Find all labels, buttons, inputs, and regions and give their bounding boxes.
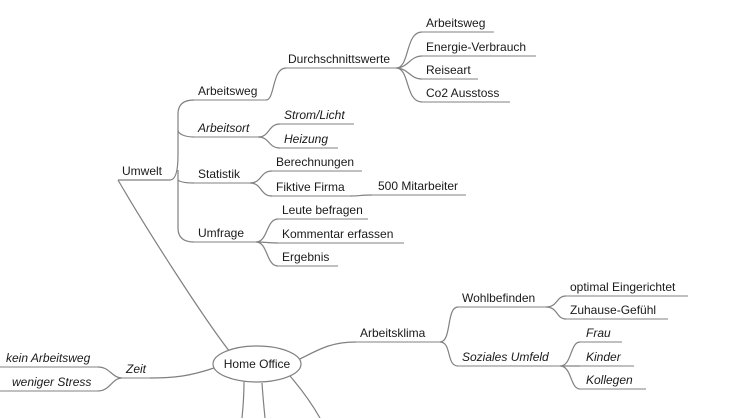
leaf-500-mitarbeiter[interactable]: 500 Mitarbeiter xyxy=(378,179,458,193)
node-arbeitsweg[interactable]: Arbeitsweg xyxy=(198,84,257,98)
branch-arbeitsklima: Arbeitsklima Wohlbefinden optimal Einger… xyxy=(360,280,676,387)
leaf-kein-arbeitsweg[interactable]: kein Arbeitsweg xyxy=(6,351,91,365)
leaf-ergebnis[interactable]: Ergebnis xyxy=(282,250,329,264)
edges xyxy=(97,31,581,418)
leaf-frau[interactable]: Frau xyxy=(586,326,611,340)
leaf-heizung[interactable]: Heizung xyxy=(284,132,328,146)
branch-umwelt: Umwelt Arbeitsweg Durchschnittswerte Arb… xyxy=(122,16,526,264)
leaf-strom-licht[interactable]: Strom/Licht xyxy=(284,108,345,122)
node-arbeitsort[interactable]: Arbeitsort xyxy=(197,121,250,135)
edge-root-down-2 xyxy=(261,382,266,418)
node-statistik[interactable]: Statistik xyxy=(198,167,241,181)
node-zeit[interactable]: Zeit xyxy=(125,362,147,376)
edge-root-umwelt xyxy=(117,179,231,353)
leaf-kommentar[interactable]: Kommentar erfassen xyxy=(282,227,393,241)
leaf-kollegen[interactable]: Kollegen xyxy=(586,373,633,387)
leaf-dw-reiseart[interactable]: Reiseart xyxy=(426,63,471,77)
edge-arbeitsklima-children xyxy=(439,306,459,367)
leaf-dw-energie[interactable]: Energie-Verbrauch xyxy=(426,40,526,54)
root-label: Home Office xyxy=(224,357,291,371)
node-umfrage[interactable]: Umfrage xyxy=(198,226,244,240)
leaf-weniger-stress[interactable]: weniger Stress xyxy=(12,375,91,389)
edge-statistik-leaves xyxy=(249,170,273,197)
edge-root-down-3 xyxy=(289,375,321,418)
root-ellipse xyxy=(212,345,302,383)
edge-root-arbeitsklima xyxy=(297,341,357,361)
node-arbeitsklima[interactable]: Arbeitsklima xyxy=(360,326,426,340)
leaf-kinder[interactable]: Kinder xyxy=(586,350,622,364)
branch-zeit: Zeit kein Arbeitsweg weniger Stress xyxy=(6,351,147,389)
edge-zeit-leaves xyxy=(97,366,123,392)
node-durchschnittswerte[interactable]: Durchschnittswerte xyxy=(288,52,390,66)
edge-wohlbefinden-leaves xyxy=(545,295,567,320)
leaf-leute-befragen[interactable]: Leute befragen xyxy=(282,203,363,217)
edge-root-zeit xyxy=(149,367,215,379)
leaf-berechnungen[interactable]: Berechnungen xyxy=(276,155,354,169)
underlines xyxy=(0,31,688,392)
node-fiktive-firma[interactable]: Fiktive Firma xyxy=(276,180,345,194)
edge-durchschnitt-leaves xyxy=(395,31,423,103)
leaf-dw-arbeitsweg[interactable]: Arbeitsweg xyxy=(426,16,485,30)
edge-soziales-leaves xyxy=(559,341,581,390)
edge-arbeitsort-leaves xyxy=(257,123,281,149)
edge-firma-detail xyxy=(349,194,373,197)
node-soziales-umfeld[interactable]: Soziales Umfeld xyxy=(462,350,549,364)
node-wohlbefinden[interactable]: Wohlbefinden xyxy=(462,291,535,305)
edge-arbeitsweg-durchschnitt xyxy=(265,67,287,101)
node-umwelt[interactable]: Umwelt xyxy=(122,164,163,178)
root-node[interactable]: Home Office xyxy=(212,345,302,383)
leaf-dw-co2[interactable]: Co2 Ausstoss xyxy=(426,86,499,100)
edge-umwelt-children xyxy=(118,99,195,243)
leaf-zuhause[interactable]: Zuhause-Gefühl xyxy=(570,303,656,317)
edge-umfrage-leaves xyxy=(255,218,279,267)
edge-root-down-1 xyxy=(241,381,245,418)
leaf-optimal[interactable]: optimal Eingerichtet xyxy=(570,280,676,294)
